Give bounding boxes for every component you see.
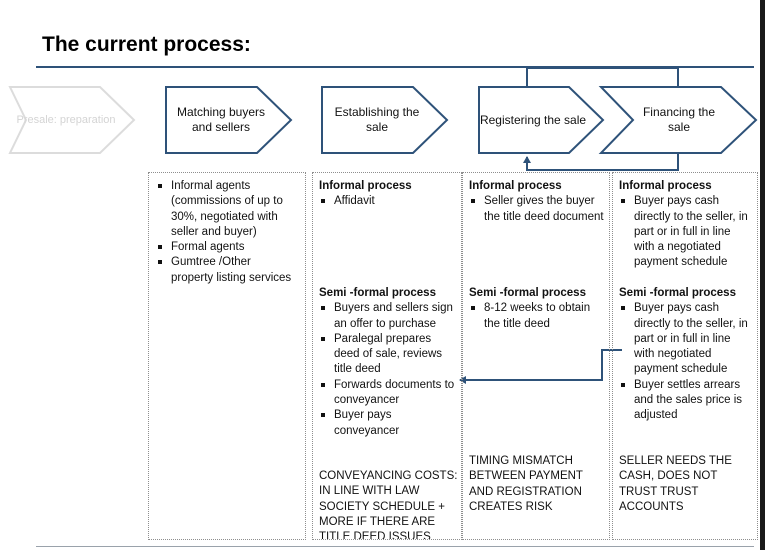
loop-connector-bottom [523,153,679,171]
chevron-financing [598,86,758,154]
list-item: Buyer pays cash directly to the seller, … [619,301,753,377]
list-item: Formal agents [156,240,296,255]
list-item: Gumtree /Other property listing services [156,255,296,286]
semi-formal-heading: Semi -formal process [469,287,586,299]
chevron-matching [165,86,293,154]
informal-heading: Informal process [319,180,412,192]
informal-heading: Informal process [469,180,562,192]
list-item: Buyers and sellers sign an offer to purc… [319,301,459,332]
list-item: Buyer pays conveyancer [319,408,459,439]
informal-heading: Informal process [619,180,712,192]
column-financing-informal: Informal process Buyer pays cash directl… [619,179,753,271]
shape-label-establishing: Establishing the sale [334,105,420,134]
column-establishing-semi: Semi -formal process Buyers and sellers … [319,286,459,439]
list-item: Buyer pays cash directly to the seller, … [619,194,753,270]
list-item: Seller gives the buyer the title deed do… [469,194,605,225]
chevron-presale [8,86,136,154]
column-establishing-informal: Informal process Affidavit [319,179,457,210]
column-registering-semi: Semi -formal process 8-12 weeks to obtai… [469,286,605,332]
column-box-establishing [312,172,462,540]
column-registering-note: TIMING MISMATCH BETWEEN PAYMENT AND REGI… [469,455,583,513]
page-title: The current process: [42,33,251,56]
list-item: Paralegal prepares deed of sale, reviews… [319,332,459,378]
list-item: 8-12 weeks to obtain the title deed [469,301,605,332]
list-item: Informal agents (commissions of up to 30… [156,179,296,240]
column-box-matching [148,172,306,540]
loop-connector-top [526,67,679,87]
list-item: Forwards documents to conveyancer [319,378,459,409]
shape-label-registering: Registering the sale [479,112,587,127]
window-edge [760,0,765,550]
chevron-registering [478,86,605,154]
column-financing-semi: Semi -formal process Buyer pays cash dir… [619,286,753,424]
chevron-establishing [321,86,449,154]
column-establishing-note: CONVEYANCING COSTS: IN LINE WITH LAW SOC… [319,470,458,539]
shape-label-matching: Matching buyers and sellers [176,105,266,134]
list-item: Affidavit [319,194,457,209]
list-item: Buyer settles arrears and the sales pric… [619,378,753,424]
column-box-registering [462,172,610,540]
column-registering-informal: Informal process Seller gives the buyer … [469,179,605,225]
column-box-financing [612,172,758,540]
column-matching-content: Informal agents (commissions of up to 30… [156,179,296,286]
bottom-divider [36,546,754,547]
semi-formal-heading: Semi -formal process [619,287,736,299]
semi-formal-heading: Semi -formal process [319,287,436,299]
shape-label-presale: Presale: preparation [16,113,116,126]
shape-label-financing: Financing the sale [642,105,716,134]
column-financing-note: SELLER NEEDS THE CASH, DOES NOT TRUST TR… [619,455,732,513]
title-underline [36,66,754,68]
